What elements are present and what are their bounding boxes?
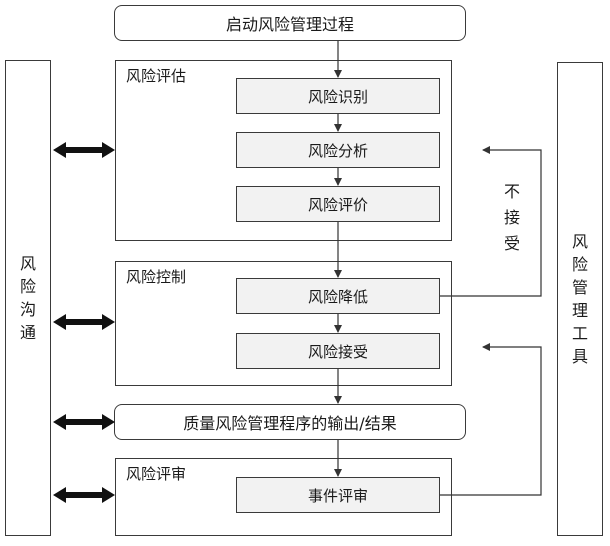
- risk-review-title: 风险评审: [126, 465, 187, 483]
- vertical-char: 险: [19, 277, 36, 296]
- comm-arrow-assessment: [53, 142, 115, 158]
- communication-arrows: [53, 142, 115, 503]
- risk-communication-label: 风险沟通: [6, 61, 50, 535]
- feedback-not-accept-loop: [440, 146, 542, 297]
- risk-management-tools-label: 风险管理工具: [558, 63, 602, 535]
- risk-control-title: 风险控制: [126, 268, 187, 286]
- vertical-char: 沟: [19, 300, 36, 319]
- vertical-char: 理: [571, 301, 588, 320]
- feedback-lines: [440, 146, 542, 496]
- risk-assessment-title: 风险评估: [126, 67, 187, 85]
- step-risk-identification: 风险识别: [236, 78, 440, 114]
- vertical-char: 险: [571, 255, 588, 274]
- feedback-label: 不接受: [497, 180, 527, 256]
- comm-arrow-output: [53, 414, 115, 430]
- comm-arrow-review: [53, 487, 115, 503]
- step-risk-acceptance: 风险接受: [236, 333, 440, 369]
- vertical-char: 受: [503, 234, 520, 253]
- risk-communication-panel: 风险沟通: [5, 60, 51, 536]
- start-box: 启动风险管理过程: [114, 5, 466, 41]
- output-label: 质量风险管理程序的输出/结果: [183, 414, 397, 433]
- step-risk-reduction: 风险降低: [236, 278, 440, 314]
- feedback-review-loop: [440, 343, 542, 496]
- vertical-char: 具: [571, 347, 588, 366]
- vertical-char: 工: [571, 324, 588, 343]
- step-event-review: 事件评审: [236, 477, 440, 513]
- output-box: 质量风险管理程序的输出/结果: [114, 404, 466, 440]
- vertical-char: 风: [19, 254, 36, 273]
- vertical-char: 管: [571, 278, 588, 297]
- risk-management-tools-panel: 风险管理工具: [557, 62, 603, 536]
- vertical-char: 不: [503, 182, 520, 201]
- start-label: 启动风险管理过程: [225, 15, 354, 34]
- step-risk-analysis: 风险分析: [236, 132, 440, 168]
- step-risk-evaluation: 风险评价: [236, 186, 440, 222]
- vertical-char: 风: [571, 232, 588, 251]
- vertical-char: 接: [503, 208, 520, 227]
- vertical-char: 通: [19, 323, 36, 342]
- comm-arrow-control: [53, 314, 115, 330]
